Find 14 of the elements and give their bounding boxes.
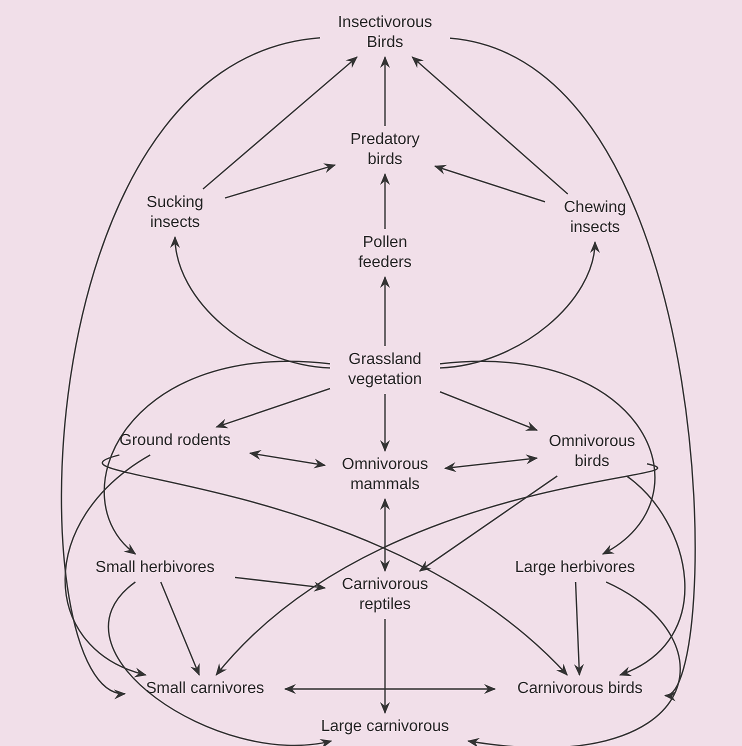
arrow [380, 56, 390, 126]
arrow [380, 173, 390, 229]
node-label: Insectivorous Birds [323, 12, 447, 54]
node-label: Carnivorous reptiles [328, 574, 442, 616]
node-label: Pollen feeders [343, 232, 427, 274]
node-label: Large carnivorous [303, 716, 467, 738]
node-label: Omnivorous mammals [328, 454, 442, 496]
arrow [380, 276, 390, 346]
arrow [380, 498, 390, 572]
arrow [284, 684, 496, 694]
node-label: Predatory birds [338, 129, 432, 171]
node-label: Grassland vegetation [333, 349, 437, 391]
arrow [380, 394, 390, 452]
arrow [380, 619, 390, 714]
